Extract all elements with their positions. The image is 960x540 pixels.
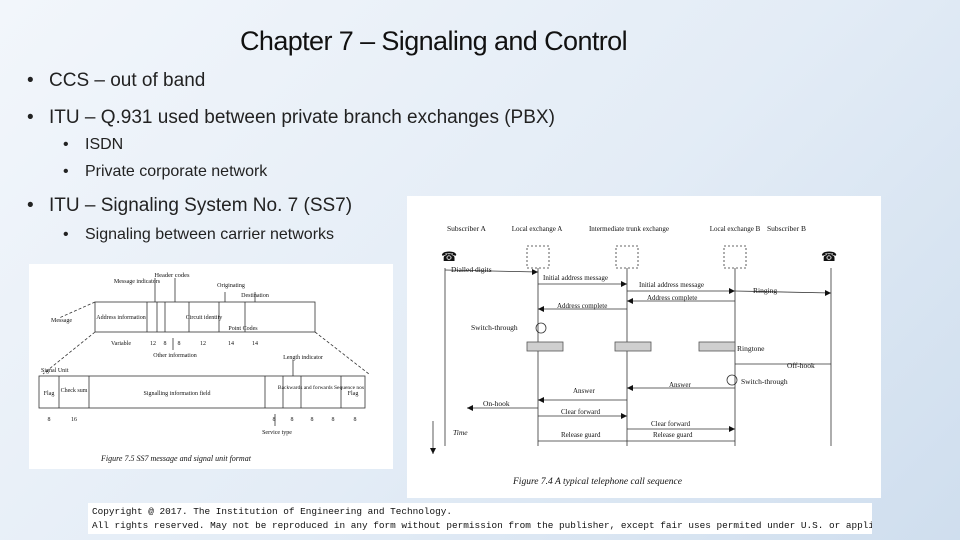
label-dialled-digits: Dialled digits — [451, 265, 492, 274]
bullet-glyph: • — [63, 136, 69, 153]
width-12a: 12 — [150, 341, 156, 347]
label-on-hook: On-hook — [483, 399, 510, 408]
bullet-text: CCS – out of band — [49, 70, 206, 91]
bullet-glyph: • — [27, 70, 34, 91]
label-other-information: Other information — [153, 352, 197, 359]
label-release-guard-1: Release guard — [561, 431, 601, 439]
label-time: Time — [453, 428, 468, 437]
label-service-type: Service type — [262, 430, 292, 436]
width-14b: 14 — [252, 341, 258, 347]
label-off-hook: Off-hook — [787, 361, 815, 370]
width-variable: Variable — [111, 341, 131, 347]
label-clear-forward-1: Clear forward — [561, 408, 601, 416]
sub-bullet-private-network: • Private corporate network — [63, 163, 267, 181]
caption-fig74: Figure 7.4 A typical telephone call sequ… — [512, 477, 682, 487]
label-local-exchange-b: Local exchange B — [710, 225, 761, 233]
width-12b: 12 — [200, 341, 206, 347]
label-clear-forward-2: Clear forward — [651, 420, 691, 428]
label-address-complete-1: Address complete — [557, 302, 607, 310]
label-header-codes: Header codes — [154, 272, 190, 279]
label-point-codes: Point Codes — [228, 326, 258, 332]
label-iam-2: Initial address message — [639, 281, 704, 289]
field-sequence-nos: Backwards and forwards Sequence nos — [278, 384, 364, 391]
bullet-glyph: • — [63, 163, 69, 180]
bullet-ss7: • ITU – Signaling System No. 7 (SS7) — [27, 195, 352, 217]
label-release-guard-2: Release guard — [653, 431, 693, 439]
bits-8-2: 8 — [273, 417, 276, 423]
bits-8-6: 8 — [354, 417, 357, 423]
bits-8-4: 8 — [311, 417, 314, 423]
telephone-b-icon: ☎ — [821, 249, 837, 264]
copyright-line-2: All rights reserved. May not be reproduc… — [92, 520, 872, 531]
figure-ss7-format: Header codes Message indicators Originat… — [29, 264, 393, 469]
label-address-complete-2: Address complete — [647, 294, 697, 302]
call-sequence-diagram: ☎ ☎ Subscriber A Subscriber B Local exch… — [430, 224, 837, 487]
bullet-ccs: • CCS – out of band — [27, 70, 205, 92]
field-flag-right: Flag — [348, 391, 359, 397]
label-local-exchange-a: Local exchange A — [512, 225, 563, 233]
slide-title: Chapter 7 – Signaling and Control — [240, 26, 628, 56]
label-address-information: Address information — [96, 314, 146, 321]
telephone-a-icon: ☎ — [441, 249, 457, 264]
figure-call-sequence: ☎ ☎ Subscriber A Subscriber B Local exch… — [407, 196, 881, 498]
label-subscriber-b: Subscriber B — [767, 224, 806, 233]
bits-8-5: 8 — [332, 417, 335, 423]
label-iam-1: Initial address message — [543, 274, 608, 282]
message-box — [94, 301, 316, 333]
label-subscriber-a: Subscriber A — [447, 224, 487, 233]
signal-unit-box — [38, 375, 366, 409]
copyright-line-1: Copyright @ 2017. The Institution of Eng… — [92, 506, 453, 517]
label-intermediate-trunk: Intermediate trunk exchange — [589, 225, 669, 233]
bullet-q931: • ITU – Q.931 used between private branch… — [27, 107, 555, 129]
copyright-notice: Copyright @ 2017. The Institution of Eng… — [88, 503, 872, 534]
label-message: Message — [51, 318, 72, 324]
label-signal-unit: Signal Unit — [41, 368, 69, 374]
width-8a: 8 — [164, 341, 167, 347]
sub-bullet-carrier: • Signaling between carrier networks — [63, 226, 334, 244]
bullet-text: Private corporate network — [85, 163, 268, 180]
label-ringing: Ringing — [753, 286, 777, 295]
exchange-a-box — [526, 245, 550, 269]
label-circuit-identity: Circuit identity — [186, 315, 223, 321]
bullet-text: ISDN — [85, 136, 124, 153]
bullet-text: Signaling between carrier networks — [85, 226, 335, 243]
label-switch-through-a: Switch-through — [471, 323, 518, 332]
width-8b: 8 — [178, 341, 181, 347]
exchange-b-box — [723, 245, 747, 269]
field-sif: Signalling information field — [144, 390, 211, 397]
bits-16: 16 — [71, 417, 77, 423]
switch-b-icon — [726, 374, 738, 386]
bullet-glyph: • — [27, 195, 34, 216]
caption-fig75: Figure 7.5 SS7 message and signal unit f… — [100, 454, 252, 463]
ss7-format-diagram: Header codes Message indicators Originat… — [38, 272, 370, 463]
label-answer-1: Answer — [573, 387, 595, 395]
exchange-trunk-box — [615, 245, 639, 269]
label-length-indicator: Length indicator — [283, 355, 323, 361]
bullet-glyph: • — [27, 107, 34, 128]
label-destination: Destination — [241, 293, 269, 299]
label-ringtone: Ringtone — [737, 344, 765, 353]
bullet-glyph: • — [63, 226, 69, 243]
label-originating: Originating — [217, 283, 245, 289]
bits-8-1: 8 — [48, 417, 51, 423]
bits-8-3: 8 — [291, 417, 294, 423]
switch-a-icon — [535, 322, 547, 334]
field-flag-left: Flag — [44, 391, 55, 397]
label-answer-2: Answer — [669, 381, 691, 389]
field-check-sum: Check sum — [61, 388, 88, 394]
width-14a: 14 — [228, 341, 234, 347]
sub-bullet-isdn: • ISDN — [63, 136, 123, 154]
bullet-text: ITU – Q.931 used between private branch … — [49, 107, 555, 128]
label-switch-through-b: Switch-through — [741, 377, 788, 386]
bullet-text: ITU – Signaling System No. 7 (SS7) — [49, 195, 353, 216]
label-message-indicators: Message indicators — [114, 279, 161, 285]
